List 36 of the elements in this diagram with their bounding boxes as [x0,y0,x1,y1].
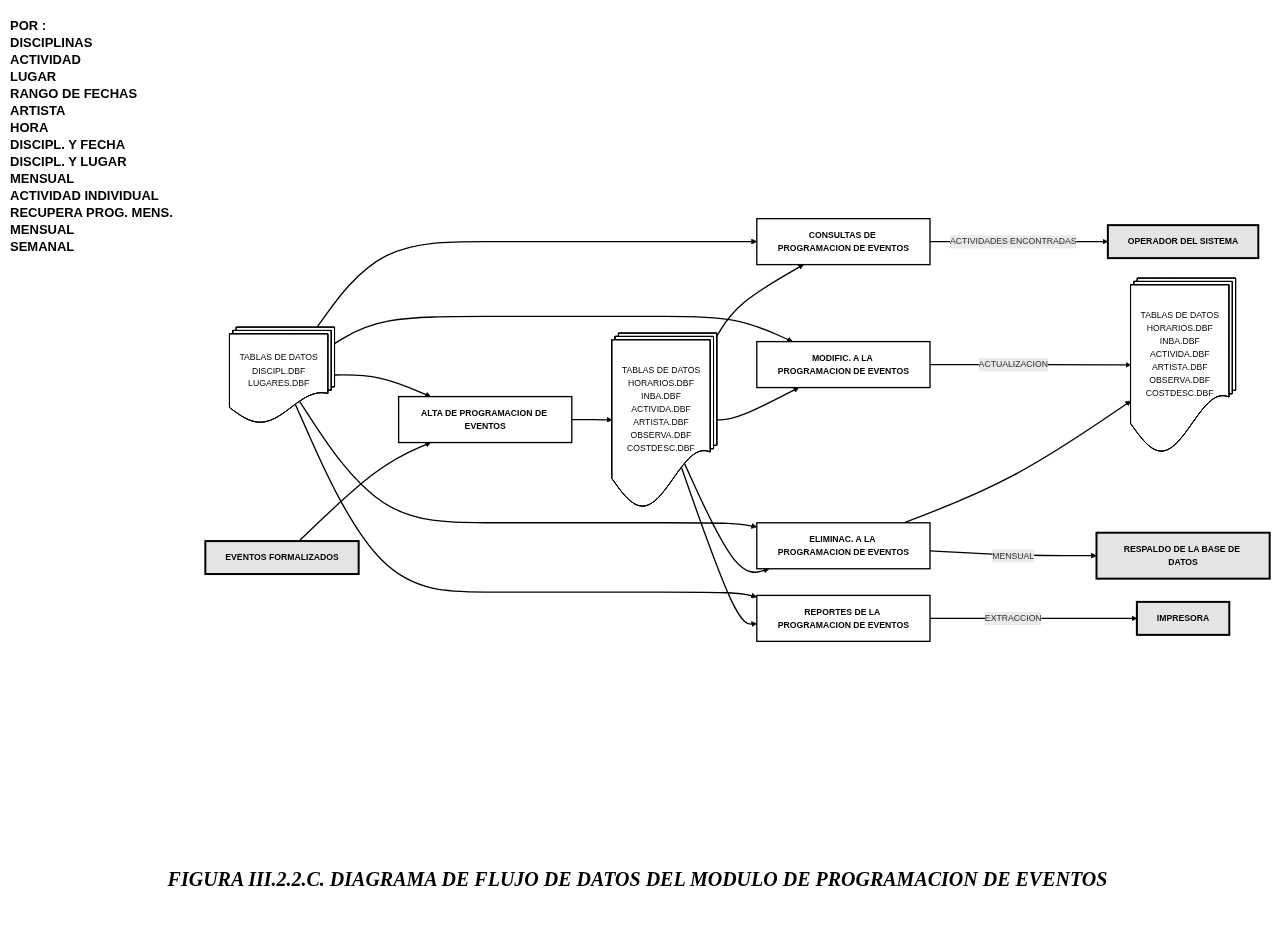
note-text: ACTIVIDAD [10,52,82,67]
arrow [334,374,431,398]
note-text: ACTIVIDAD INDIVIDUAL [10,188,160,203]
note-text: DISCIPLINAS [10,35,94,50]
node-box: CONSULTAS DE PROGRAMACION DE EVENTOS [756,217,931,266]
note-text: HORA [10,120,50,135]
note-text: LUGAR [10,69,58,84]
edge-label: EXTRACCION [984,613,1042,624]
edge-label: MENSUAL [992,550,1035,561]
note-text: POR : [10,18,48,33]
node-box: ALTA DE PROGRAMACION DE EVENTOS [397,395,573,444]
node-box: ELIMINAC. A LA PROGRAMACION DE EVENTOS [756,522,931,570]
node-box: OPERADOR DEL SISTEMA [1106,224,1260,260]
note-text: RANGO DE FECHAS [10,86,139,101]
note-text: MENSUAL [10,171,76,186]
note-text: SEMANAL [10,239,76,254]
arrow [571,416,613,423]
note-text: DISCIPL. Y LUGAR [10,154,128,169]
node-box: IMPRESORA [1135,600,1231,636]
edge-label: ACTIVIDADES ENCONTRADAS [949,236,1077,247]
arrow [716,264,804,337]
node-box: EVENTOS FORMALIZADOS [204,540,360,576]
note-text: ARTISTA [10,103,67,118]
arrow [298,441,431,542]
note-text: RECUPERA PROG. MENS. [10,205,174,220]
arrow [716,387,800,421]
arrow [294,404,758,599]
node-box: MODIFIC. A LA PROGRAMACION DE EVENTOS [756,340,931,389]
arrow [684,463,770,574]
edge-label: ACTUALIZACION [978,359,1048,370]
note-text: MENSUAL [10,222,76,237]
node-box: RESPALDO DE LA BASE DE DATOS [1095,531,1271,580]
node-box: REPORTES DE LA PROGRAMACION DE EVENTOS [756,594,931,643]
note-text: DISCIPL. Y FECHA [10,137,127,152]
arrow [334,315,793,344]
figure-caption: FIGURA III.2.2.C. DIAGRAMA DE FLUJO DE DATOS DEL MODULO DE PROGRAMACION DE EVENTOS [166,868,1109,891]
